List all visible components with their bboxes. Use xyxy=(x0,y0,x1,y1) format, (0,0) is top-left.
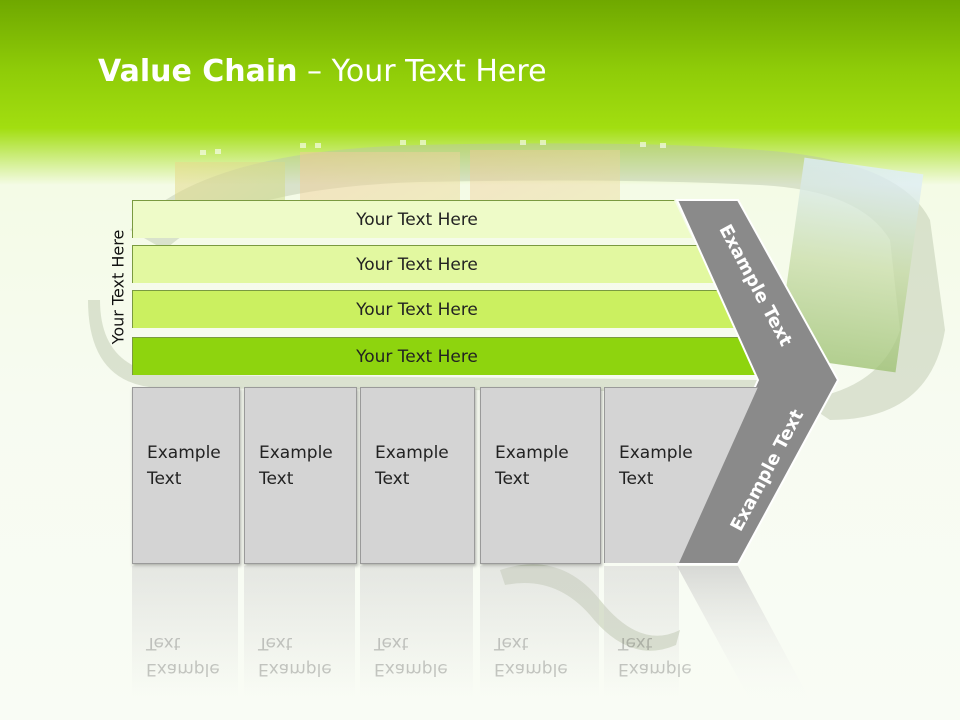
support-bar-label: Your Text Here xyxy=(356,347,478,367)
page-title: Value Chain – Your Text Here xyxy=(98,54,547,89)
title-rest: – Your Text Here xyxy=(297,54,547,89)
support-bar-4: Your Text Here xyxy=(132,337,762,375)
title-bold: Value Chain xyxy=(98,54,298,89)
support-bar-label: Your Text Here xyxy=(356,210,478,230)
support-bar-label: Your Text Here xyxy=(356,300,478,320)
support-bar-label: Your Text Here xyxy=(356,255,478,275)
support-bar-3: Your Text Here xyxy=(132,290,739,328)
support-bar-1: Your Text Here xyxy=(132,200,692,238)
support-bar-2: Your Text Here xyxy=(132,245,717,283)
